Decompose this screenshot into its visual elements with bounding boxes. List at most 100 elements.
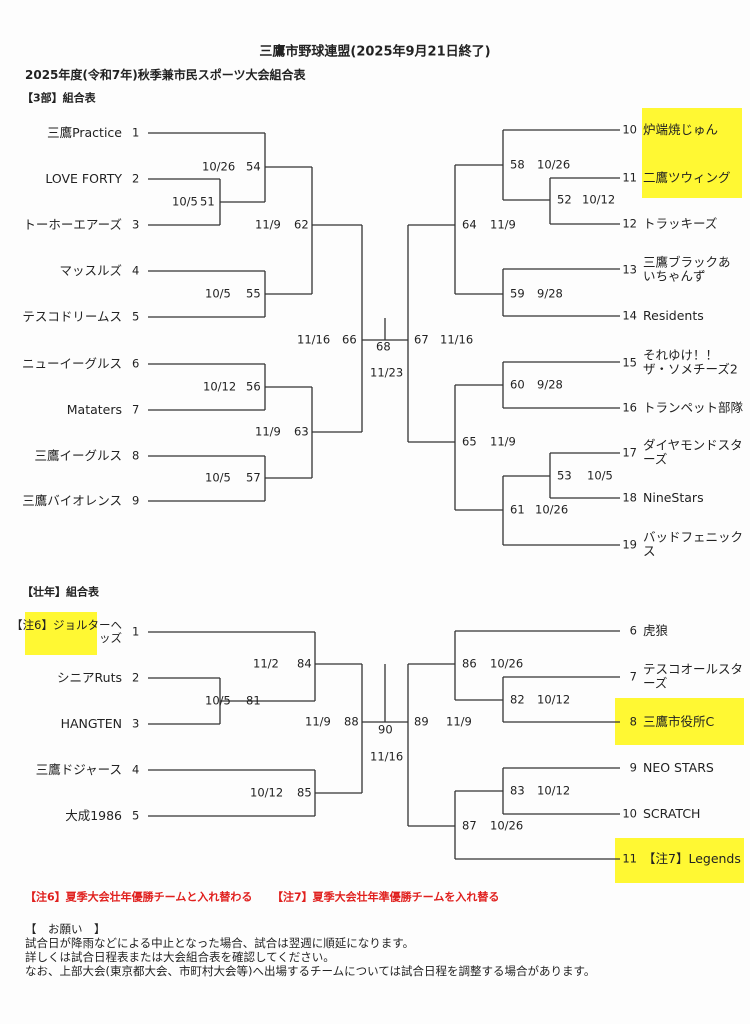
team-name: ダイヤモンドスターズ <box>643 437 743 467</box>
match-number: 53 <box>557 468 572 483</box>
match-date: 11/9 <box>255 424 281 439</box>
team-number: 10 <box>622 806 637 821</box>
highlight-senior-1 <box>25 612 97 655</box>
team-number: 17 <box>622 445 637 460</box>
match-number: 86 <box>462 656 477 671</box>
match-number: 51 <box>200 194 215 209</box>
team-name: NineStars <box>643 489 704 505</box>
team-name: Residents <box>643 307 704 323</box>
match-date: 11/16 <box>370 749 404 764</box>
match-date: 11/16 <box>297 332 331 347</box>
team-number: 9 <box>629 760 637 775</box>
match-number: 66 <box>342 332 357 347</box>
team-name: 大成1986 <box>65 807 122 823</box>
team-number: 10 <box>622 122 637 137</box>
match-date: 11/23 <box>370 365 404 380</box>
section-3bu-heading: 【3部】組合表 <box>22 91 96 105</box>
match-number: 63 <box>294 424 309 439</box>
team-name: テスコドリームス <box>22 308 122 324</box>
team-number: 18 <box>622 490 637 505</box>
match-number: 64 <box>462 217 477 232</box>
team-name: ニューイーグルス <box>21 355 122 371</box>
team-number: 11 <box>622 170 637 185</box>
match-number: 67 <box>414 332 429 347</box>
team-number: 19 <box>622 537 637 552</box>
match-date: 11/2 <box>253 656 279 671</box>
match-date: 10/12 <box>582 192 616 207</box>
team-name: テスコオールスターズ <box>643 661 744 691</box>
team-name: 三鷹ブラックあ いちゃんず <box>643 254 731 284</box>
team-name: トラッキーズ <box>643 215 718 231</box>
team-name: NEO STARS <box>643 759 714 775</box>
team-number: 2 <box>132 670 140 685</box>
match-date: 11/9 <box>446 714 472 729</box>
match-date: 10/5 <box>205 470 231 485</box>
match-number: 90 <box>378 722 393 737</box>
team-name: 【注7】Legends <box>643 850 741 866</box>
team-name: 三鷹ドジャース <box>35 761 122 777</box>
team-number: 16 <box>622 400 637 415</box>
match-date: 10/26 <box>490 818 524 833</box>
bracket-senior-lines <box>148 630 620 860</box>
bracket-3bu-lines <box>148 129 620 546</box>
match-date: 10/12 <box>250 785 284 800</box>
team-number: 6 <box>132 356 140 371</box>
match-number: 58 <box>510 157 525 172</box>
match-number: 55 <box>246 286 261 301</box>
note-7: 【注7】夏季大会壮年準優勝チームを入れ替る <box>272 890 500 904</box>
team-name: HANGTEN <box>60 715 122 731</box>
highlight-top-10-11 <box>642 108 742 198</box>
team-name: 三鷹イーグルス <box>34 447 122 463</box>
team-name: LOVE FORTY <box>45 170 122 186</box>
match-number: 56 <box>246 379 261 394</box>
match-number: 62 <box>294 217 309 232</box>
team-name: 三鷹バイオレンス <box>22 492 122 508</box>
match-date: 10/5 <box>172 194 198 209</box>
team-number: 14 <box>622 308 637 323</box>
team-number: 7 <box>629 669 637 684</box>
team-name: 三鷹市役所C <box>643 713 715 729</box>
match-number: 81 <box>246 693 261 708</box>
match-number: 68 <box>376 339 391 354</box>
highlight-senior-8 <box>615 698 744 745</box>
match-number: 54 <box>246 159 261 174</box>
team-name: トランペット部隊 <box>643 399 744 415</box>
highlight-senior-11 <box>615 838 744 883</box>
match-number: 60 <box>510 377 525 392</box>
team-name: Mataters <box>66 401 122 417</box>
team-name: 【注6】ジョルターヘッズ <box>11 617 122 645</box>
team-number: 9 <box>132 493 140 508</box>
team-number: 7 <box>132 402 140 417</box>
match-date: 10/26 <box>202 159 236 174</box>
team-number: 3 <box>132 217 140 232</box>
match-number: 59 <box>510 286 525 301</box>
match-date: 10/12 <box>537 692 571 707</box>
match-date: 10/12 <box>537 783 571 798</box>
subtitle: 2025年度(令和7年)秋季兼市民スポーツ大会組合表 <box>25 68 306 83</box>
match-date: 10/5 <box>205 693 231 708</box>
team-number: 11 <box>622 851 637 866</box>
match-number: 61 <box>510 502 525 517</box>
match-date: 11/9 <box>490 434 516 449</box>
team-number: 13 <box>622 262 637 277</box>
team-number: 5 <box>132 309 140 324</box>
team-name: バッドフェニックス <box>643 529 744 559</box>
request-line-2: 詳しくは試合日程表または大会組合表を確認してください。 <box>25 950 335 964</box>
match-date: 10/26 <box>535 502 569 517</box>
team-number: 1 <box>132 624 140 639</box>
team-number: 15 <box>622 355 637 370</box>
team-name: マッスルズ <box>59 262 122 278</box>
team-name: シニアRuts <box>57 669 122 685</box>
team-name: トーホーエアーズ <box>23 216 122 232</box>
match-number: 85 <box>297 785 312 800</box>
team-number: 2 <box>132 171 140 186</box>
match-number: 88 <box>344 714 359 729</box>
team-name: 炉端焼じゅん <box>643 121 719 137</box>
team-number: 4 <box>132 263 140 278</box>
match-number: 65 <box>462 434 477 449</box>
team-number: 6 <box>629 623 637 638</box>
request-heading: 【 お願い 】 <box>25 922 106 936</box>
team-name: 三鷹Practice <box>47 124 122 140</box>
